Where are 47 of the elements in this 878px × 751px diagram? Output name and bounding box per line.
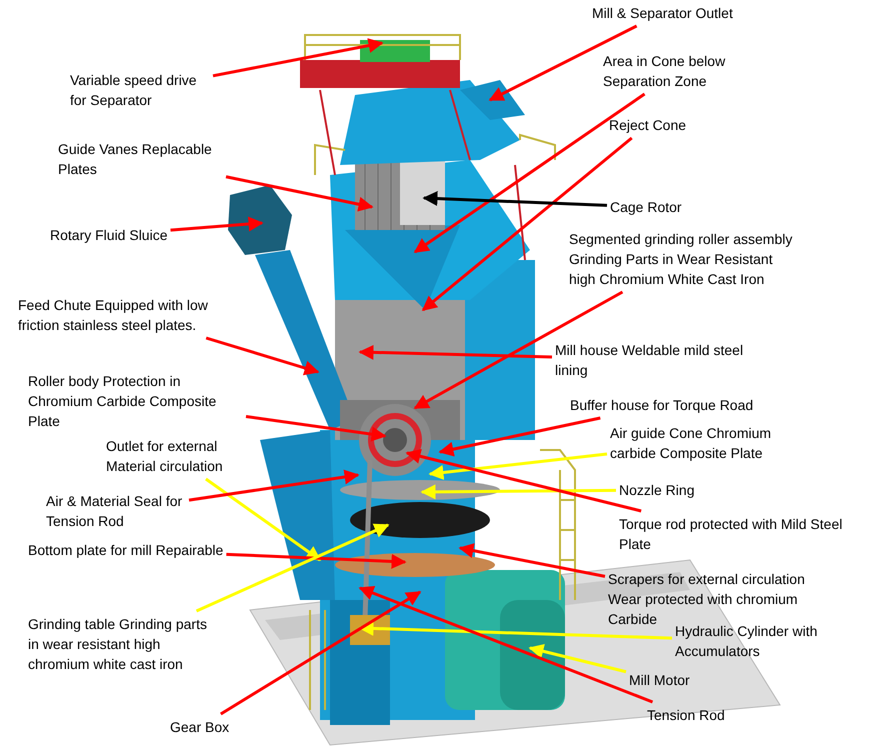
- leader-arrow: [428, 452, 608, 480]
- callout-label: Rotary Fluid Sluice: [50, 225, 168, 245]
- leader-arrow: [420, 484, 616, 500]
- leader-arrow: [488, 24, 638, 102]
- leader-arrow: [528, 644, 626, 674]
- callout-label: Buffer house for Torque Road: [570, 395, 754, 415]
- callout-label: Mill & Separator Outlet: [592, 3, 733, 23]
- leader-arrow: [358, 620, 672, 640]
- leader-arrow: [212, 38, 384, 78]
- leader-arrow: [458, 543, 606, 578]
- leader-arrow: [206, 336, 320, 376]
- callout-label: Area in Cone below Separation Zone: [603, 51, 753, 91]
- leader-arrow: [414, 290, 624, 410]
- leader-arrow: [205, 478, 322, 562]
- callout-label: Segmented grinding roller assembly Grinding Parts in Wear Resistant high Chromium White Cast Iron: [569, 229, 794, 289]
- leader-arrow: [226, 552, 406, 569]
- callout-label: Mill Motor: [629, 670, 690, 690]
- callout-label: Grinding table Grinding parts in wear resistant high chromium white cast iron: [28, 614, 218, 674]
- callout-label: Guide Vanes Replacable Plates: [58, 139, 223, 179]
- leader-arrow: [196, 524, 390, 612]
- callout-label: Outlet for external Material circulation: [106, 436, 241, 476]
- leader-arrow: [246, 415, 386, 442]
- callout-label: Cage Rotor: [610, 197, 682, 217]
- leader-arrow: [438, 416, 601, 457]
- leader-arrow: [406, 448, 642, 512]
- callout-label: Tension Rod: [647, 705, 725, 725]
- callout-label: Feed Chute Equipped with low friction stainless steel plates.: [18, 295, 243, 335]
- leader-arrow: [188, 470, 360, 502]
- leader-arrow: [170, 216, 264, 232]
- callout-label: Roller body Protection in Chromium Carbide Composite Plate: [28, 371, 243, 431]
- callout-label: Air guide Cone Chromium carbide Composite Plate: [610, 423, 800, 463]
- callout-label: Reject Cone: [609, 115, 686, 135]
- callout-label: Variable speed drive for Separator: [70, 70, 210, 110]
- leader-arrow: [358, 586, 654, 704]
- leader-arrow: [358, 344, 552, 360]
- callout-label: Nozzle Ring: [619, 480, 694, 500]
- callout-label: Bottom plate for mill Repairable: [28, 540, 224, 560]
- leader-arrow: [414, 92, 646, 254]
- leader-arrow: [422, 136, 633, 312]
- leader-arrow: [220, 590, 422, 716]
- callout-label: Air & Material Seal for Tension Rod: [46, 491, 186, 531]
- callout-label: Torque rod protected with Mild Steel Plate: [619, 514, 849, 554]
- leader-arrow: [422, 191, 608, 207]
- leader-arrow: [226, 175, 374, 212]
- callout-label: Mill house Weldable mild steel lining: [555, 340, 775, 380]
- callout-label: Gear Box: [170, 717, 230, 737]
- callout-label: Hydraulic Cylinder with Accumulators: [675, 621, 845, 661]
